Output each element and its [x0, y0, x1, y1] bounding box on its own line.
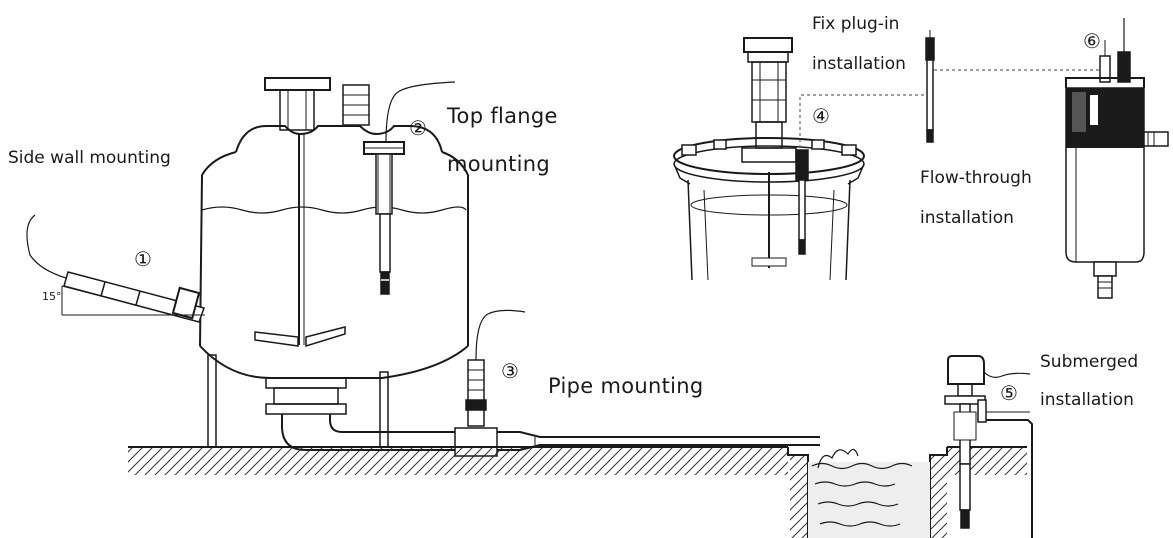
label-side-wall-mounting: Side wall mounting: [8, 148, 171, 168]
marker-3: ③: [501, 359, 519, 383]
top-flange-sensor: [363, 81, 456, 295]
tank: [199, 77, 469, 448]
marker-6: ⑥: [1083, 29, 1101, 53]
label-fix-plug-in-line-1: Fix plug-in: [812, 14, 900, 34]
marker-1: ①: [134, 247, 152, 271]
label-submerged-line-1: Submerged: [1040, 352, 1139, 372]
pipe-sensor: [465, 309, 526, 427]
leader-lines: [799, 69, 1100, 148]
label-flow-through-line-2: installation: [920, 208, 1014, 228]
label-top-flange-line-1: Top flange: [447, 104, 558, 128]
flow-through-cell: [1065, 18, 1169, 299]
marker-4: ④: [812, 104, 830, 128]
reactor-vessel: [673, 37, 865, 281]
water-basin: [808, 448, 930, 538]
label-submerged-line-2: installation: [1040, 390, 1134, 410]
label-top-flange-line-2: mounting: [447, 152, 551, 176]
side-wall-sensor: [26, 214, 205, 323]
label-pipe-mounting: Pipe mounting: [548, 374, 704, 398]
marker-5: ⑤: [1000, 381, 1018, 405]
submerged-sensor: [944, 355, 1033, 538]
marker-2: ②: [409, 116, 427, 140]
label-flow-through-line-1: Flow-through: [920, 168, 1032, 188]
plug-in-electrode: [925, 30, 935, 143]
label-angle: 15°: [42, 290, 62, 303]
label-fix-plug-in-line-2: installation: [812, 54, 906, 74]
pipe: [281, 414, 820, 457]
